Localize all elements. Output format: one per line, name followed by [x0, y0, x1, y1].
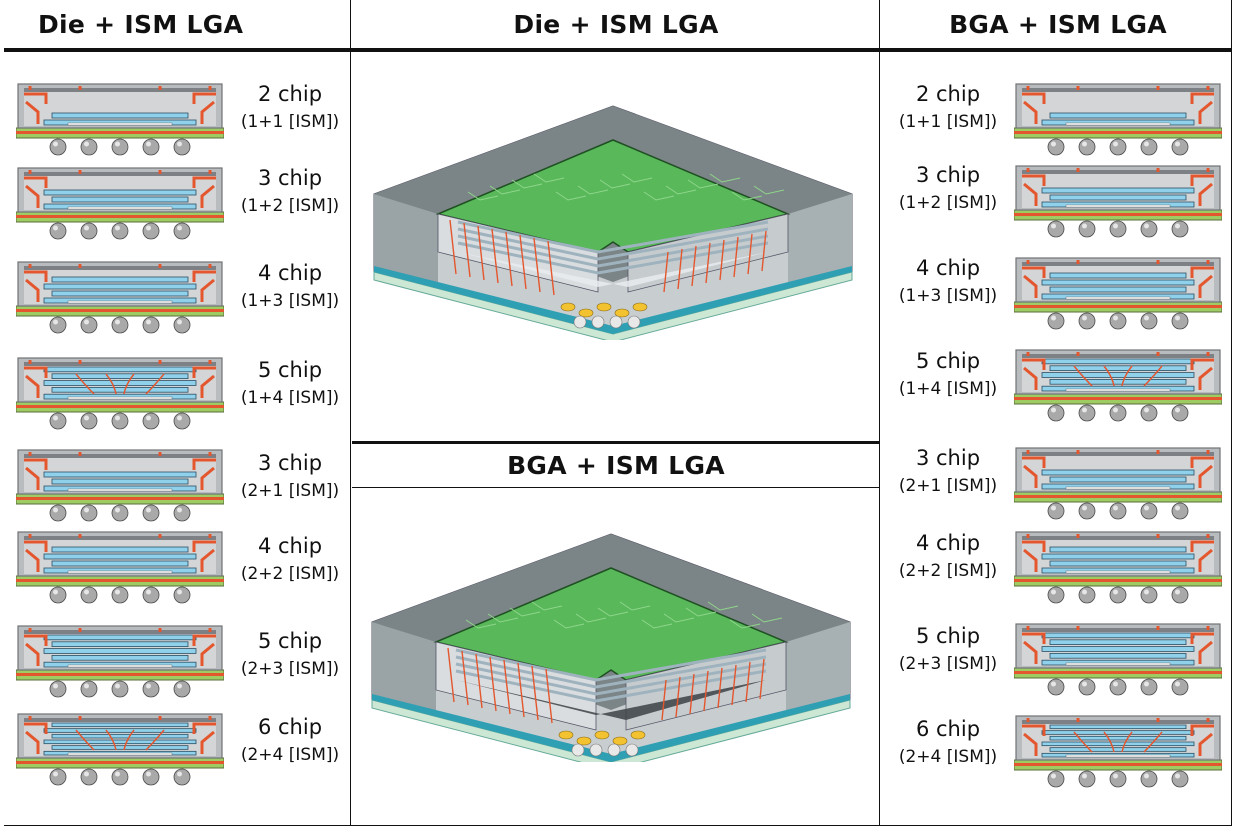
package-cross-section [16, 260, 224, 336]
package-cross-section [1014, 714, 1222, 790]
header-center: Die + ISM LGA [513, 9, 719, 39]
center-section-rule [352, 441, 880, 444]
bga-ism-lga-3d-cutaway [366, 530, 860, 762]
header-left: Die + ISM LGA [38, 9, 244, 39]
table-right-border [1231, 0, 1232, 826]
die-ism-lga-3d-cutaway [368, 102, 858, 340]
chip-label: 6 chip(2+4 [ISM]) [898, 717, 998, 767]
column-divider-left [350, 0, 351, 826]
package-cross-section [16, 624, 224, 700]
chip-label: 3 chip(1+2 [ISM]) [240, 166, 340, 216]
chip-label: 4 chip(2+2 [ISM]) [898, 531, 998, 581]
package-cross-section [16, 712, 224, 788]
package-cross-section [16, 82, 224, 158]
chip-label: 4 chip(2+2 [ISM]) [240, 534, 340, 584]
package-cross-section [16, 356, 224, 432]
package-cross-section [16, 166, 224, 242]
center-subheader-rule [352, 487, 880, 488]
package-cross-section [1014, 622, 1222, 698]
chip-label: 3 chip(2+1 [ISM]) [898, 446, 998, 496]
header-right: BGA + ISM LGA [949, 9, 1167, 39]
package-cross-section [1014, 348, 1222, 424]
chip-label: 5 chip(2+3 [ISM]) [898, 624, 998, 674]
package-cross-section [1014, 530, 1222, 606]
chip-label: 6 chip(2+4 [ISM]) [240, 715, 340, 765]
package-cross-section [1014, 446, 1222, 522]
chip-label: 2 chip(1+1 [ISM]) [898, 82, 998, 132]
package-cross-section [16, 530, 224, 606]
chip-label: 3 chip(1+2 [ISM]) [898, 163, 998, 213]
chip-label: 5 chip(2+3 [ISM]) [240, 629, 340, 679]
package-cross-section [1014, 164, 1222, 240]
package-cross-section [16, 448, 224, 524]
chip-label: 2 chip(1+1 [ISM]) [240, 82, 340, 132]
column-divider-right [879, 0, 880, 826]
chip-label: 4 chip(1+3 [ISM]) [898, 256, 998, 306]
chip-label: 4 chip(1+3 [ISM]) [240, 261, 340, 311]
package-cross-section [1014, 256, 1222, 332]
header-rule [4, 48, 1232, 52]
chip-label: 5 chip(1+4 [ISM]) [898, 349, 998, 399]
table-bottom-rule [4, 825, 1232, 826]
chip-label: 3 chip(2+1 [ISM]) [240, 451, 340, 501]
chip-label: 5 chip(1+4 [ISM]) [240, 358, 340, 408]
package-cross-section [1014, 82, 1222, 158]
center-subheader: BGA + ISM LGA [507, 451, 725, 480]
